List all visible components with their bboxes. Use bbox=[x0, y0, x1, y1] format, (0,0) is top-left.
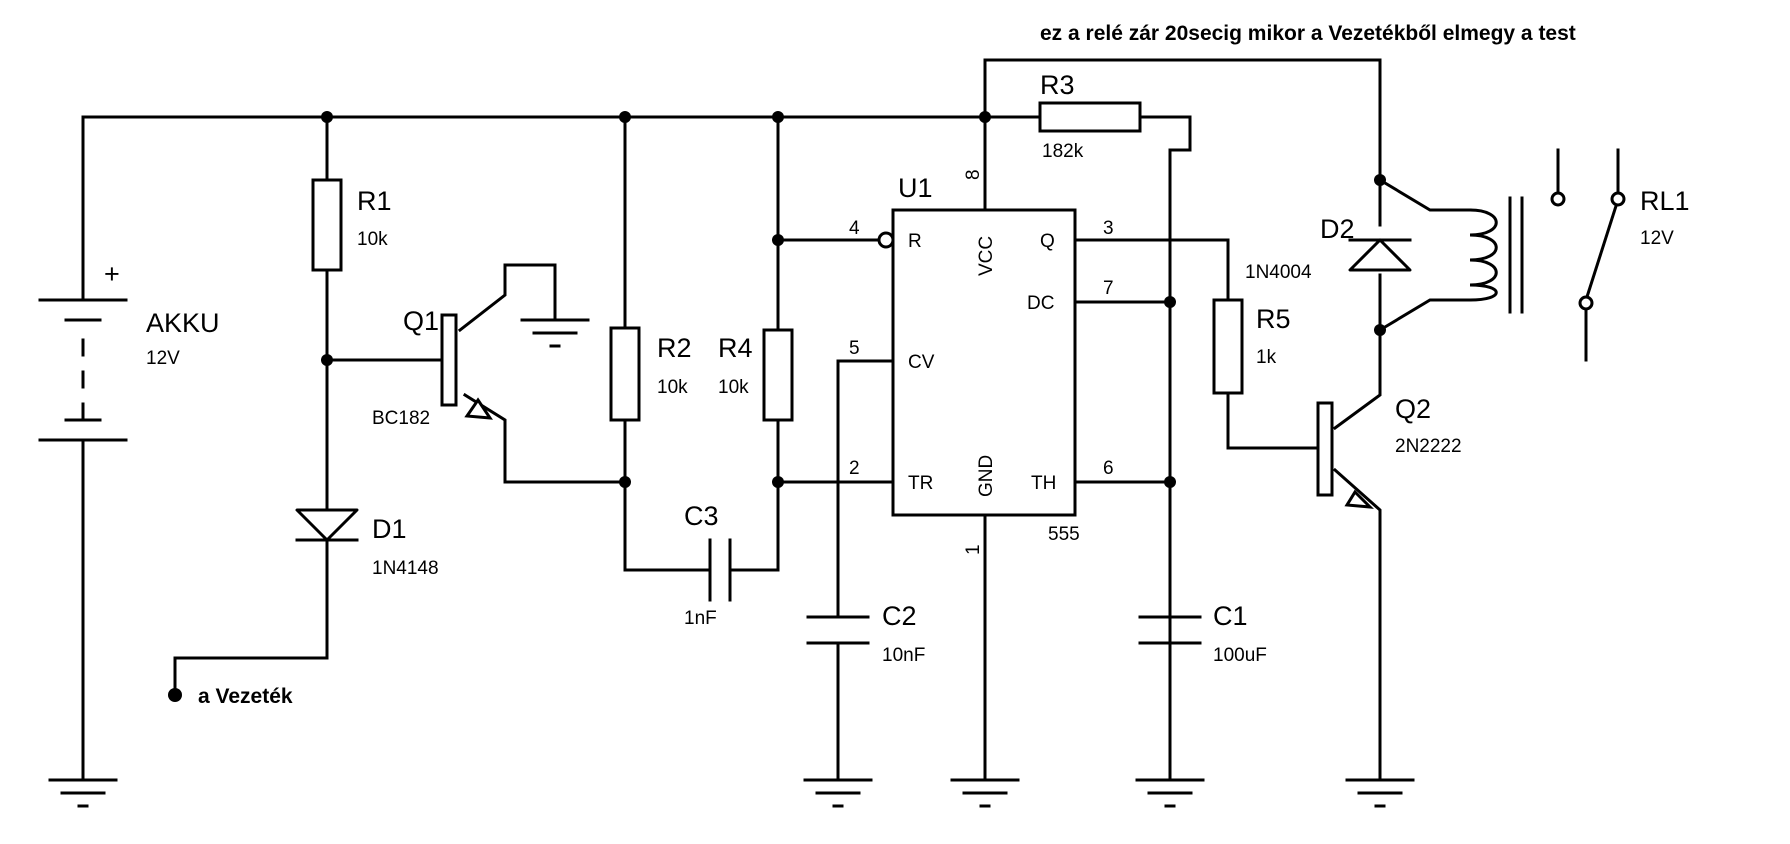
svg-text:C1: C1 bbox=[1213, 601, 1248, 631]
svg-text:1: 1 bbox=[963, 544, 984, 555]
svg-text:5: 5 bbox=[849, 338, 860, 359]
svg-text:10k: 10k bbox=[718, 377, 749, 398]
ic-u1-555: U1 555 R Q DC CV TR TH VCC GND 4 5 2 3 7… bbox=[849, 169, 1114, 555]
svg-text:1N4148: 1N4148 bbox=[372, 558, 439, 579]
svg-text:R2: R2 bbox=[657, 333, 692, 363]
svg-text:RL1: RL1 bbox=[1640, 186, 1690, 216]
resistor-r2: R2 10k bbox=[609, 326, 692, 422]
resistor-r1: R1 10k bbox=[311, 178, 392, 272]
capacitor-c1: C1 100uF bbox=[1138, 601, 1267, 782]
svg-text:10k: 10k bbox=[657, 377, 688, 398]
svg-text:R5: R5 bbox=[1256, 304, 1291, 334]
svg-text:1nF: 1nF bbox=[684, 608, 717, 629]
ground-symbols bbox=[48, 318, 1415, 808]
resistor-r5: R5 1k bbox=[1212, 298, 1291, 395]
battery-ref: AKKU bbox=[146, 308, 220, 338]
svg-text:D1: D1 bbox=[372, 514, 407, 544]
svg-text:4: 4 bbox=[849, 218, 860, 239]
svg-text:1N4004: 1N4004 bbox=[1245, 262, 1312, 283]
battery-plus: + bbox=[104, 259, 120, 289]
svg-text:R4: R4 bbox=[718, 333, 753, 363]
resistor-r3: R3 182k bbox=[1018, 70, 1142, 162]
capacitor-c2: C2 10nF bbox=[806, 601, 925, 666]
svg-text:10k: 10k bbox=[357, 229, 388, 250]
wire-label: a Vezeték bbox=[198, 685, 293, 708]
svg-text:12V: 12V bbox=[1640, 228, 1674, 249]
svg-text:2N2222: 2N2222 bbox=[1395, 436, 1462, 457]
svg-text:2: 2 bbox=[849, 458, 860, 479]
svg-text:D2: D2 bbox=[1320, 214, 1355, 244]
svg-text:BC182: BC182 bbox=[372, 408, 430, 429]
svg-text:8: 8 bbox=[963, 169, 984, 180]
svg-text:7: 7 bbox=[1103, 278, 1114, 299]
transistor-q2: Q2 2N2222 bbox=[1316, 394, 1462, 509]
svg-text:182k: 182k bbox=[1042, 141, 1084, 162]
svg-text:Q1: Q1 bbox=[403, 306, 439, 336]
relay-rl1: RL1 12V bbox=[1468, 148, 1690, 362]
svg-text:R: R bbox=[908, 231, 922, 252]
annotation-note: ez a relé zár 20secig mikor a Vezetékből… bbox=[1040, 22, 1576, 45]
junction-dots bbox=[168, 111, 1386, 702]
svg-text:GND: GND bbox=[976, 455, 997, 497]
diode-d2: D2 1N4004 bbox=[1245, 214, 1412, 283]
battery-akku: + AKKU 12V bbox=[38, 259, 220, 442]
svg-text:R1: R1 bbox=[357, 186, 392, 216]
svg-text:6: 6 bbox=[1103, 458, 1114, 479]
svg-text:TR: TR bbox=[908, 473, 933, 494]
transistor-q1: Q1 BC182 bbox=[372, 306, 493, 429]
svg-text:C2: C2 bbox=[882, 601, 917, 631]
svg-text:R3: R3 bbox=[1040, 70, 1075, 100]
svg-text:C3: C3 bbox=[684, 501, 719, 531]
resistor-r4: R4 10k bbox=[718, 328, 794, 422]
svg-text:Q: Q bbox=[1040, 231, 1055, 252]
svg-text:CV: CV bbox=[908, 352, 935, 373]
svg-text:TH: TH bbox=[1031, 473, 1056, 494]
svg-text:U1: U1 bbox=[898, 173, 933, 203]
diode-d1: D1 1N4148 bbox=[295, 508, 439, 579]
svg-text:VCC: VCC bbox=[976, 236, 997, 276]
capacitor-c3: C3 1nF bbox=[684, 501, 732, 629]
svg-text:10nF: 10nF bbox=[882, 645, 925, 666]
svg-text:DC: DC bbox=[1027, 293, 1054, 314]
battery-value: 12V bbox=[146, 348, 180, 369]
svg-text:555: 555 bbox=[1048, 524, 1080, 545]
svg-text:100uF: 100uF bbox=[1213, 645, 1267, 666]
svg-text:3: 3 bbox=[1103, 218, 1114, 239]
wires bbox=[81, 58, 1472, 782]
svg-text:1k: 1k bbox=[1256, 347, 1277, 368]
svg-text:Q2: Q2 bbox=[1395, 394, 1431, 424]
